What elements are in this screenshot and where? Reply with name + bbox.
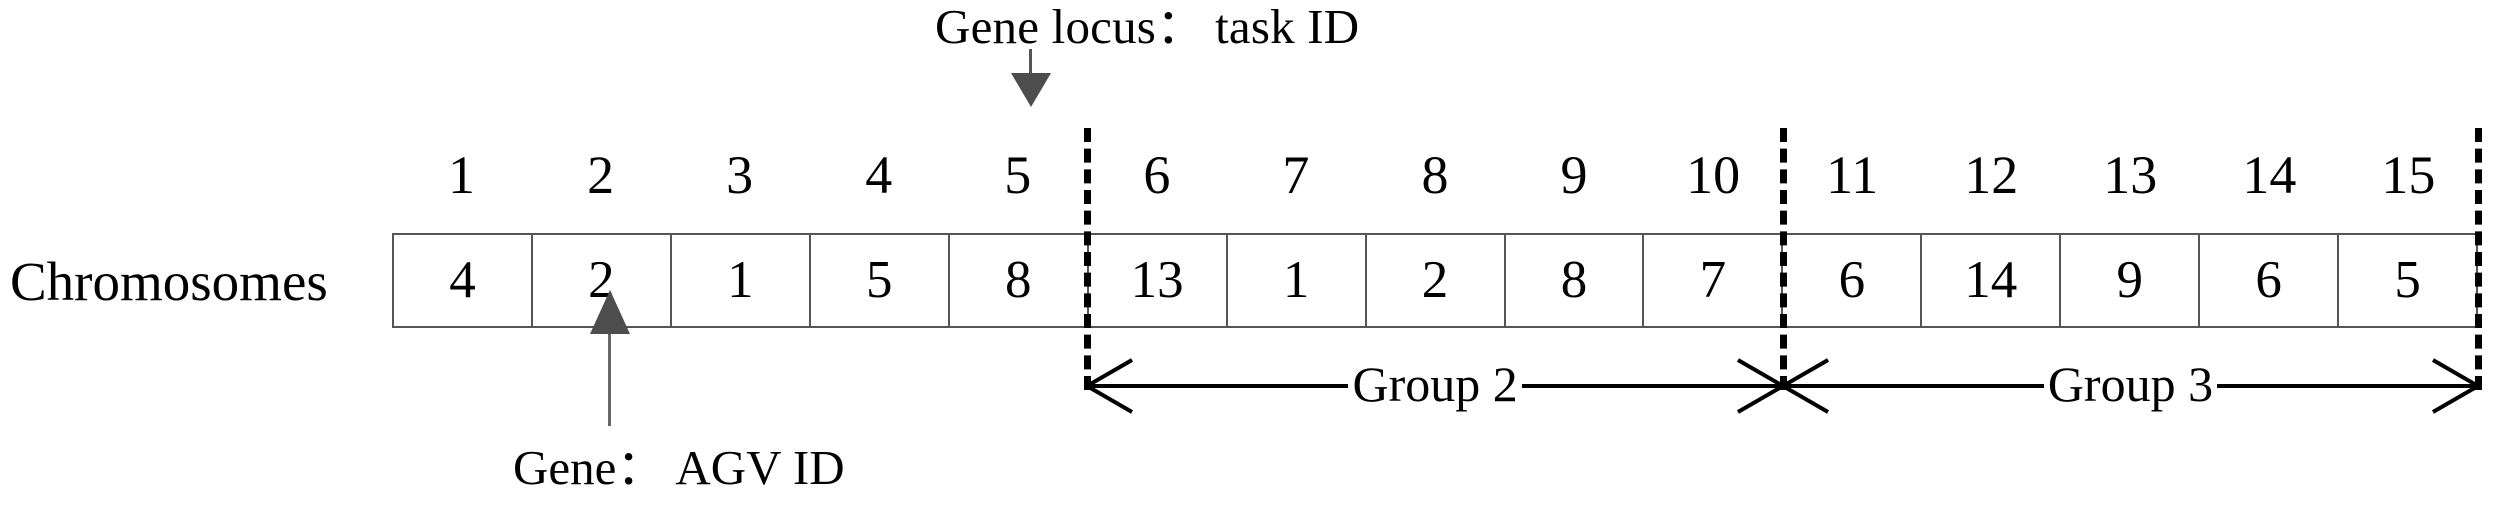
- group-label: Group 2: [1348, 348, 1522, 420]
- chromosome-cell: 14: [1922, 235, 2062, 326]
- locus-index-15: 15: [2381, 145, 2436, 205]
- chromosome-cell: 6: [2200, 235, 2340, 326]
- chromosome-cell: 9: [2061, 235, 2201, 326]
- group-separator-dashed-line-2: [1779, 128, 1787, 390]
- locus-index-13: 13: [2103, 145, 2158, 205]
- chromosome-cell: 5: [811, 235, 950, 326]
- gene-locus-annotation-colon: ：: [1156, 0, 1206, 54]
- chromosome-cell: 1: [1228, 235, 1367, 326]
- group-separator-dashed-line-3: [2475, 128, 2482, 390]
- arrow-head-right-icon: [2431, 384, 2479, 414]
- locus-index-7: 7: [1282, 145, 1310, 205]
- gene-leader-line: [608, 334, 611, 426]
- gene-annotation: Gene：AGV ID: [513, 440, 845, 496]
- locus-index-6: 6: [1143, 145, 1171, 205]
- locus-index-12: 12: [1964, 145, 2019, 205]
- gene-annotation-prefix: Gene: [513, 440, 617, 495]
- arrow-up-icon: [590, 290, 630, 334]
- group-span-arrow-1: Group 2: [1086, 348, 1784, 420]
- locus-index-2: 2: [587, 145, 615, 205]
- locus-index-9: 9: [1560, 145, 1588, 205]
- chromosome-cell: 2: [1367, 235, 1506, 326]
- locus-index-1: 1: [448, 145, 476, 205]
- locus-index-14: 14: [2242, 145, 2297, 205]
- locus-index-5: 5: [1004, 145, 1032, 205]
- chromosome-cell: 5: [2394, 251, 2421, 309]
- locus-index-10: 10: [1686, 145, 1741, 205]
- chromosome-cell: 8: [950, 235, 1089, 326]
- arrow-head-left-icon: [1781, 384, 1829, 414]
- group-label: Group 3: [2043, 348, 2218, 420]
- chromosome-cell: 6: [1783, 235, 1923, 326]
- arrow-head-left-icon: [1086, 384, 1134, 414]
- gene-locus-annotation-prefix: Gene locus: [935, 0, 1157, 54]
- gene-annotation-colon: ：: [616, 440, 666, 495]
- arrow-down-icon: [1011, 73, 1051, 107]
- chromosome-cell: 1: [672, 235, 811, 326]
- group-span-arrow-2: Group 3: [1781, 348, 2479, 420]
- locus-index-11: 11: [1826, 145, 1879, 205]
- gene-locus-annotation-value: task ID: [1215, 0, 1360, 54]
- gene-locus-annotation: Gene locus：task ID: [935, 2, 1359, 51]
- arrow-head-right-icon: [1736, 384, 1784, 414]
- locus-index-3: 3: [726, 145, 754, 205]
- locus-index-4: 4: [865, 145, 893, 205]
- gene-annotation-value: AGV ID: [675, 440, 845, 495]
- group-separator-dashed-line-1: [1084, 128, 1092, 390]
- chromosome-cell: 4: [394, 235, 533, 326]
- chromosomes-row-label: Chromosomes: [10, 251, 328, 312]
- chromosome-cell: 7: [1644, 235, 1784, 326]
- chromosome-cell: 8: [1506, 235, 1645, 326]
- chromosome-cell: 13: [1089, 235, 1228, 326]
- locus-index-8: 8: [1421, 145, 1449, 205]
